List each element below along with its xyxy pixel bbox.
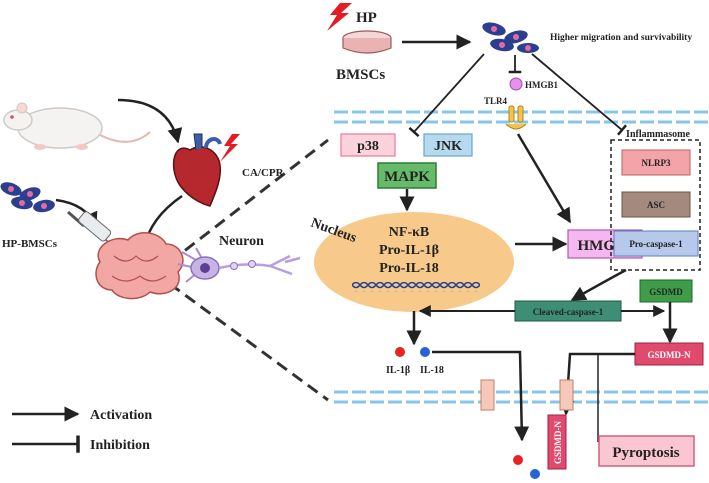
il18-released — [530, 469, 540, 479]
lightning-icon — [327, 3, 352, 31]
heart-illustration — [172, 133, 222, 207]
asc-box — [621, 191, 691, 218]
lightning-icon — [220, 134, 240, 162]
dna-strand — [352, 282, 480, 292]
tlr4-receptor — [505, 105, 527, 130]
pro-il1b-label: Pro-IL-1β — [379, 243, 439, 258]
il1b-label: IL-1β — [386, 365, 410, 376]
neuron-label: Neuron — [219, 234, 264, 249]
bmscs-label: BMSCs — [336, 67, 385, 83]
pro-caspase-label: Pro-caspase-1 — [629, 239, 683, 249]
mapk-box — [377, 162, 437, 189]
petri-dish — [342, 30, 392, 54]
arrow-inflammasome-to-cleaved — [570, 268, 627, 302]
nfkb-label: NF-κB — [389, 225, 429, 240]
inflammasome-title: Inflammasome — [626, 129, 690, 140]
arrow-cytokine-release — [432, 350, 530, 442]
mapk-label: MAPK — [384, 169, 430, 185]
inhibit-to-mapk — [408, 53, 485, 138]
p38-box — [340, 133, 396, 157]
zoom-line-top — [169, 138, 329, 264]
inhibit-to-inflammasome — [531, 53, 628, 136]
gsdmd-n-pore — [547, 414, 567, 470]
cleaved-caspase-label: Cleaved-caspase-1 — [533, 307, 604, 317]
arrow-rat-to-heart — [117, 98, 183, 144]
il1b-released — [513, 455, 523, 465]
gsdmd-n-pore-label: GSDMD-N — [553, 421, 563, 464]
gsdmd-label: GSDMD — [649, 287, 683, 297]
gsdmd-n-label: GSDMD-N — [648, 350, 691, 360]
tlr4-label: TLR4 — [484, 96, 508, 106]
pyroptosis-box — [598, 435, 695, 467]
hmgb1-small-label: HMGB1 — [525, 80, 558, 90]
il1b-dot — [395, 347, 405, 357]
activation-label: Activation — [90, 408, 152, 423]
p38-label: p38 — [357, 139, 379, 154]
gsdmd-box — [639, 279, 693, 303]
neuron-illustration — [177, 247, 301, 283]
zoom-line-bottom — [169, 282, 329, 402]
migration-label: Higher migration and survivability — [550, 33, 692, 43]
hp-bmscs-label: HP-BMSCs — [2, 238, 58, 250]
arrow-tlr4-to-hmgb1 — [516, 133, 572, 224]
inhibition-label: Inhibition — [90, 438, 150, 453]
il18-dot — [420, 347, 430, 357]
nlrp3-label: NLRP3 — [642, 158, 671, 168]
pro-il18-label: Pro-IL-18 — [379, 261, 439, 276]
arrow-gsdmd-n-to-pore — [559, 352, 635, 416]
pro-caspase-box — [613, 230, 699, 257]
legend: Activation Inhibition — [12, 406, 152, 453]
asc-label: ASC — [647, 200, 665, 210]
bmsc-cells — [482, 22, 539, 53]
hp-label: HP — [356, 10, 377, 26]
jnk-label: JNK — [434, 139, 462, 154]
ca-cpr-label: CA/CPR — [242, 167, 285, 179]
hp-bmscs-cells — [0, 182, 55, 213]
brain-illustration — [95, 232, 184, 300]
hmgb1-ligand — [509, 77, 523, 91]
membrane-pore — [559, 379, 574, 411]
jnk-box — [423, 133, 473, 157]
il18-label: IL-18 — [420, 365, 444, 376]
membrane-pore — [480, 379, 495, 411]
nlrp3-box — [621, 149, 691, 176]
pyroptosis-label: Pyroptosis — [612, 445, 679, 461]
rat-illustration — [3, 102, 151, 150]
inflammasome-box — [610, 139, 701, 271]
